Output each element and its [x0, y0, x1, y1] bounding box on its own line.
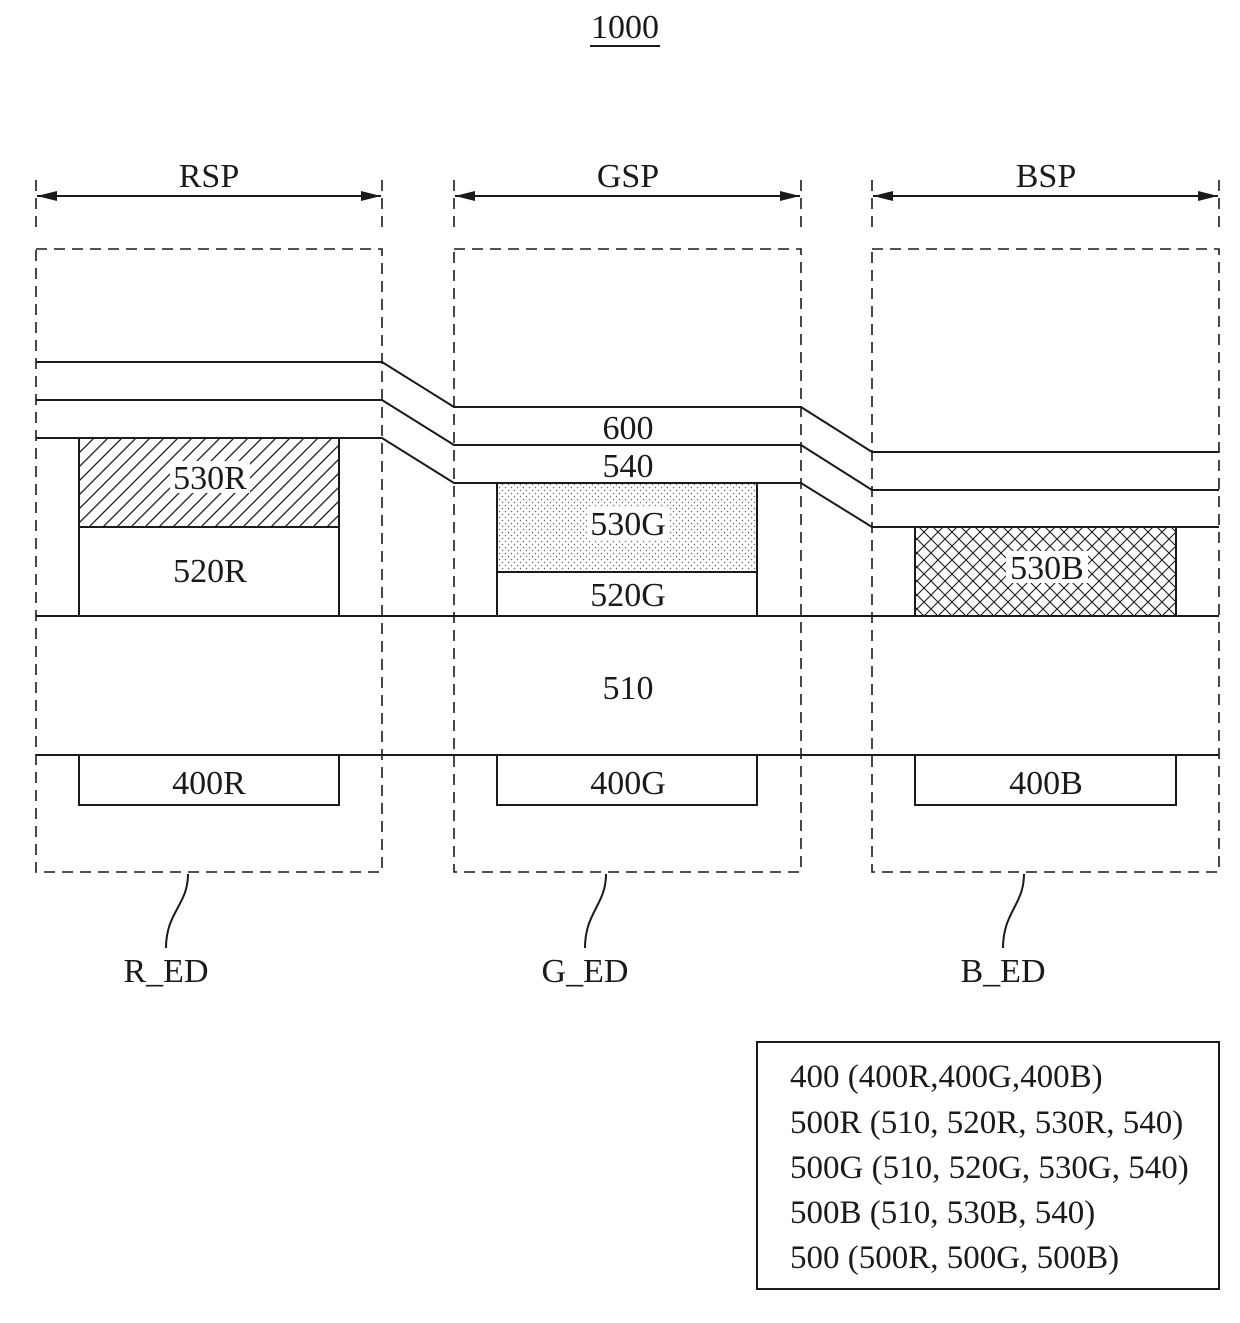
- layer-600-label: 600: [603, 410, 654, 447]
- gsp-label: GSP: [597, 158, 659, 195]
- legend-line-3: 500G (510, 520G, 530G, 540): [790, 1150, 1189, 1186]
- legend-line-4: 500B (510, 530B, 540): [790, 1195, 1095, 1231]
- gsp-dimension: GSP: [454, 158, 801, 232]
- layer-530R-label: 530R: [173, 460, 247, 497]
- rsp-label: RSP: [179, 158, 240, 195]
- red-device-leader: [166, 874, 188, 948]
- layer-530B-label: 530B: [1010, 550, 1084, 587]
- layer-530G-label: 530G: [590, 506, 666, 543]
- layer-400R-label: 400R: [172, 765, 246, 802]
- layer-400B-label: 400B: [1009, 765, 1083, 802]
- legend-line-1: 400 (400R,400G,400B): [790, 1059, 1103, 1095]
- green-device-leader: [585, 874, 606, 948]
- green-device-label: G_ED: [542, 953, 629, 990]
- figure-number: 1000: [591, 9, 659, 46]
- rsp-dimension: RSP: [36, 158, 382, 232]
- layer-510-label: 510: [603, 670, 654, 707]
- bsp-dimension: BSP: [872, 158, 1219, 232]
- legend-line-5: 500 (500R, 500G, 500B): [790, 1240, 1119, 1276]
- blue-device-label: B_ED: [961, 953, 1046, 990]
- layer-520R-label: 520R: [173, 553, 247, 590]
- layer-520G-label: 520G: [590, 577, 666, 614]
- layer-400G-label: 400G: [590, 765, 666, 802]
- bsp-label: BSP: [1016, 158, 1077, 195]
- red-device-label: R_ED: [124, 953, 209, 990]
- blue-device-leader: [1003, 874, 1024, 948]
- legend-line-2: 500R (510, 520R, 530R, 540): [790, 1105, 1183, 1141]
- layer-540-label: 540: [603, 448, 654, 485]
